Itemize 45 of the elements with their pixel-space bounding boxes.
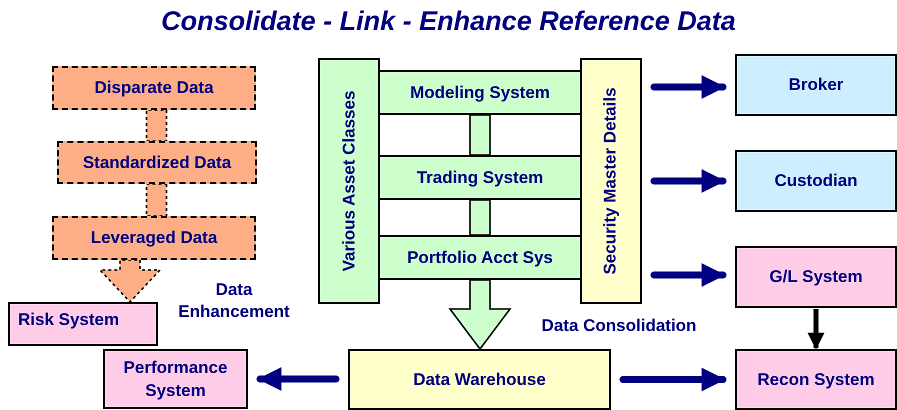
arrow [620,368,726,392]
node-label: Risk System [18,310,120,330]
node-label: Custodian [774,171,858,191]
system-box [348,349,611,410]
arrow [808,309,824,350]
system-box [735,54,897,116]
side-bar [318,58,380,304]
node-label: Standardized Data [82,152,232,172]
system-box [378,155,582,200]
node-label: Various Asset Classes [339,90,359,272]
edge-label: Data Consolidation [540,315,698,337]
process-box [52,66,256,110]
arrow [650,75,726,99]
diagram-title: Consolidate - Link - Enhance Reference Data [160,6,737,37]
system-box [735,246,897,308]
connector-band [469,199,491,236]
node-label: Modeling System [410,82,550,102]
system-box [735,349,897,410]
node-label: Trading System [416,168,544,188]
system-box [735,150,897,212]
arrow [256,367,340,391]
node-label: Security Master Details [601,87,621,275]
block-arrow [98,259,162,304]
arrow [650,169,726,193]
edge-label: Data Enhancement [177,279,291,323]
system-box [8,302,158,346]
system-box [378,235,582,280]
node-label: G/L System [769,267,863,287]
node-label: Portfolio Acct Sys [407,248,553,268]
node-label: Performance System [122,357,228,402]
side-bar [580,58,642,304]
node-label: Recon System [757,370,875,390]
node-label: Disparate Data [94,78,214,98]
system-box [378,70,582,115]
arrow [650,263,726,287]
connector-band [469,114,491,156]
node-label: Data Warehouse [413,370,546,390]
node-label: Leveraged Data [90,228,218,248]
block-arrow [448,279,512,350]
node-label: Broker [788,75,844,95]
connector-band [146,183,168,217]
process-box [52,216,256,260]
system-box [103,349,248,409]
connector-band [146,109,168,142]
process-box [57,141,257,184]
